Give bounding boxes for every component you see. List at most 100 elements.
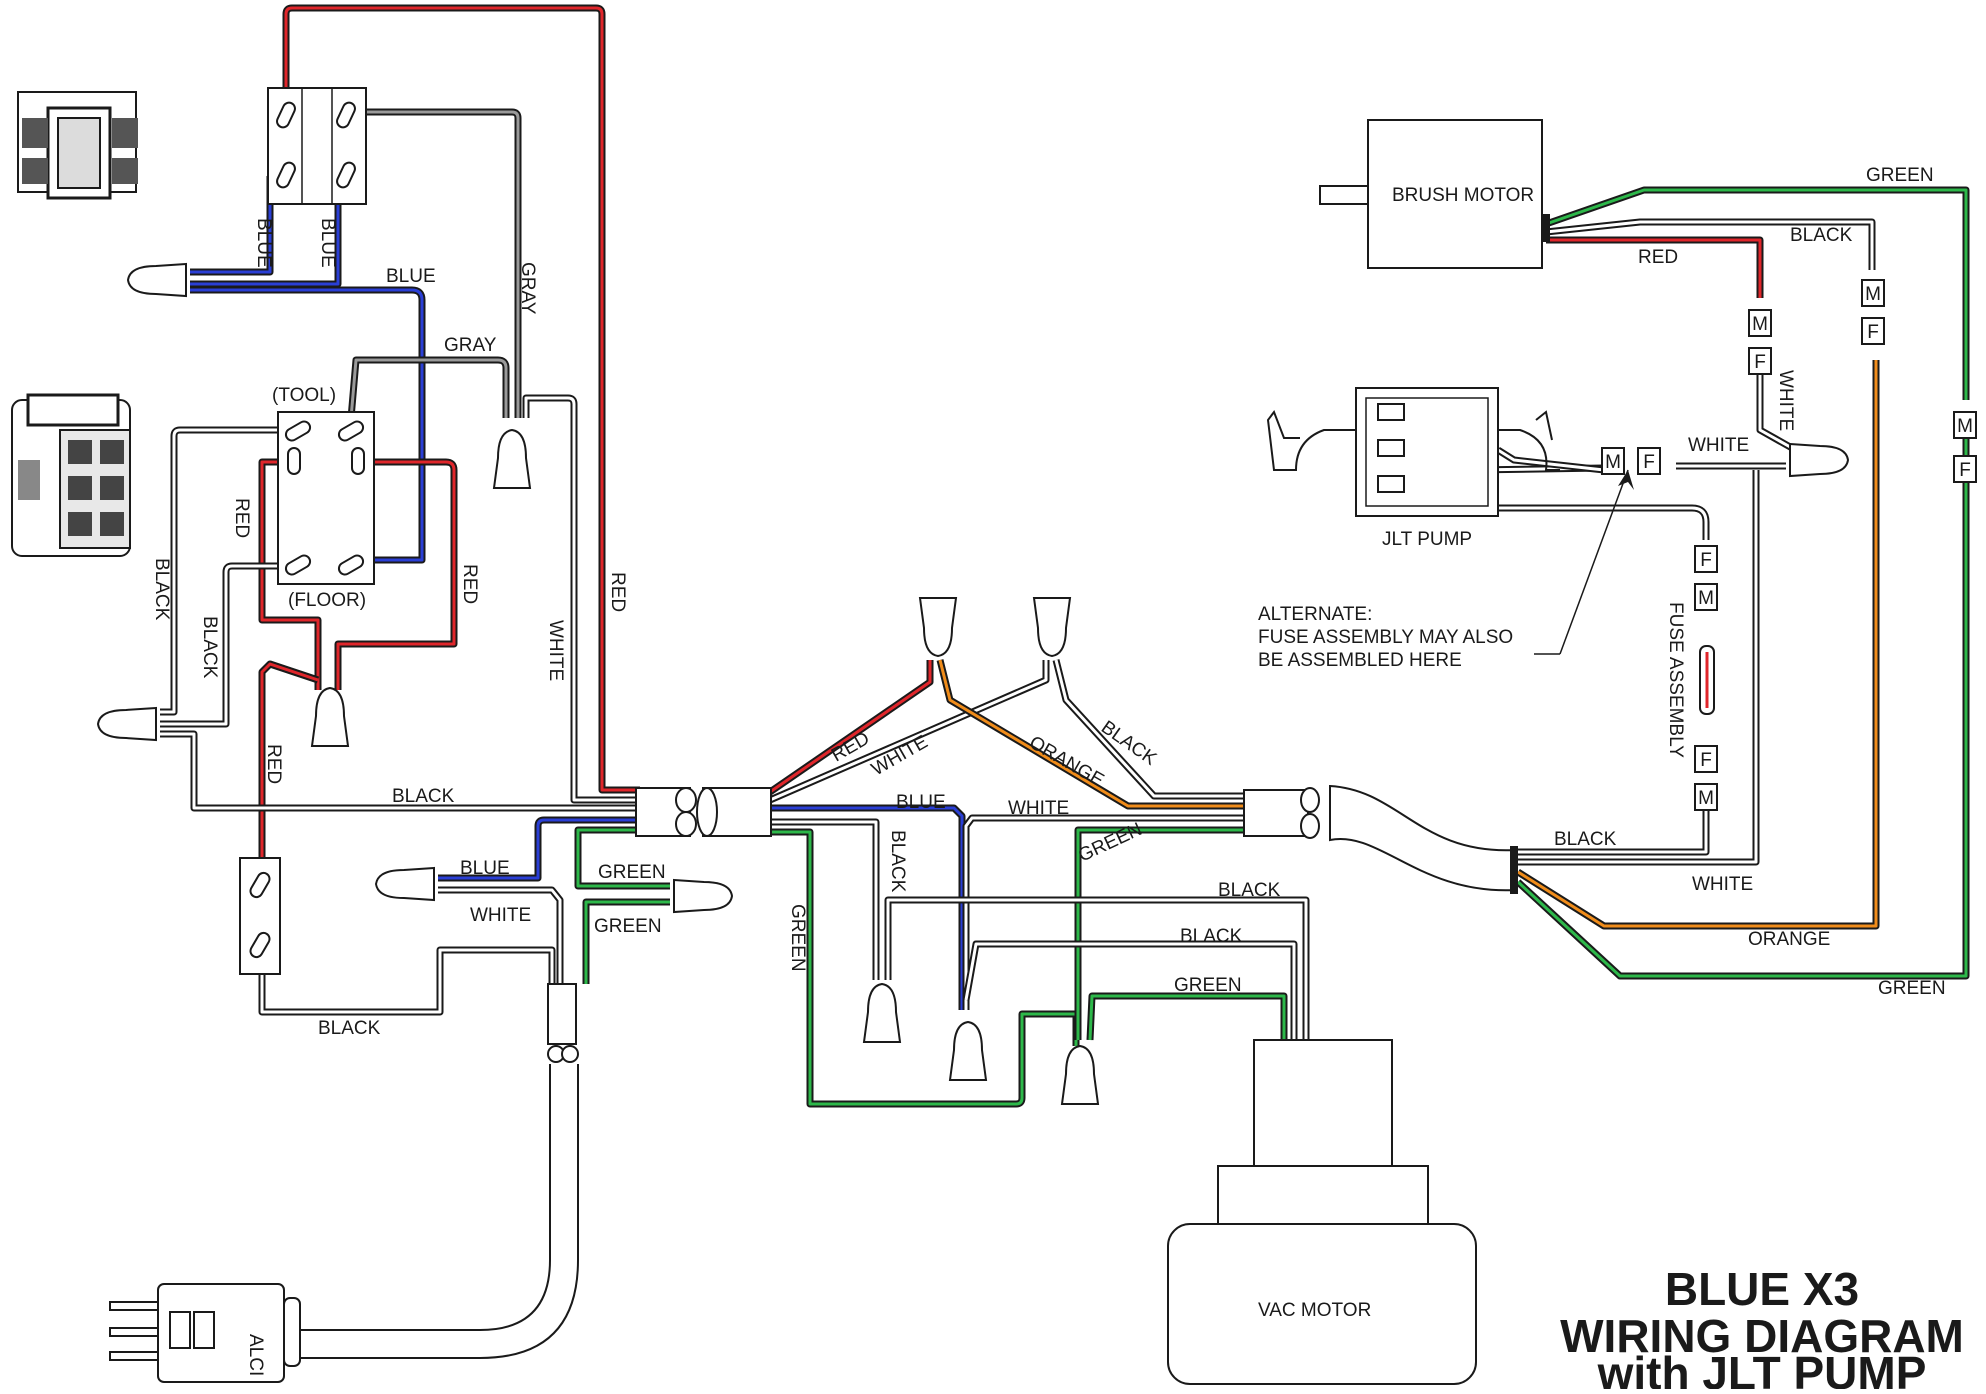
wire-label: RED — [459, 564, 480, 604]
wire-label: BLACK — [1790, 225, 1853, 246]
tool-floor-switch — [277, 411, 375, 585]
wire-label: BLUE — [460, 858, 510, 879]
wire-label: GREEN — [1174, 975, 1242, 996]
tool-label: (TOOL) — [272, 385, 336, 406]
wire-label: BLUE — [253, 218, 274, 268]
wire-outline — [770, 818, 880, 980]
wire-label: WHITE — [1692, 874, 1753, 895]
brush-motor — [1319, 119, 1550, 269]
wire-blue — [190, 176, 340, 286]
wire-label: RED — [1638, 247, 1678, 268]
top-switch-block — [267, 87, 367, 205]
wire-nut — [374, 866, 435, 902]
female-connector — [1748, 347, 1772, 375]
alci-plug-icon — [109, 1283, 301, 1383]
wire-outline — [768, 660, 934, 795]
wire-label: BLUE — [896, 792, 946, 813]
alternate-note-line2: FUSE ASSEMBLY MAY ALSO — [1258, 627, 1513, 648]
wire-nut — [673, 878, 734, 914]
wire-red — [284, 6, 640, 792]
wire-gray — [348, 358, 508, 431]
wire-label: BLACK — [318, 1018, 381, 1039]
vac-motor — [1167, 1039, 1477, 1385]
wire-red — [1546, 238, 1762, 298]
alternate-note-line1: ALTERNATE: — [1258, 604, 1372, 625]
small-switch — [239, 857, 281, 975]
rocker-switch-icon — [17, 91, 138, 200]
alternate-note-arrow — [1534, 469, 1634, 655]
wire-nut — [492, 428, 532, 489]
wire-white — [769, 660, 1048, 802]
female-connector — [1694, 745, 1718, 773]
wire-label: WHITE — [1008, 798, 1069, 819]
wire-label: GREEN — [1866, 165, 1934, 186]
male-connector — [1694, 783, 1718, 811]
female-connector — [1694, 545, 1718, 573]
wire-label: WHITE — [470, 905, 531, 926]
alci-label: ALCI — [245, 1334, 266, 1376]
male-connector-label: M — [1605, 452, 1621, 473]
male-connector-label: M — [1957, 416, 1973, 437]
wire-blue — [770, 806, 964, 1010]
wire-outline — [258, 946, 556, 1016]
wire-label: BLUE — [317, 218, 338, 268]
male-connector-label: M — [1698, 788, 1714, 809]
fuse-assembly-label: FUSE ASSEMBLY — [1665, 602, 1686, 758]
female-connector-label: F — [1754, 352, 1766, 373]
wire-outline — [770, 828, 1080, 1108]
wire-blue — [190, 288, 424, 562]
wire-label: BLACK — [392, 786, 455, 807]
wire-orange — [1517, 360, 1878, 928]
power-cord — [300, 983, 579, 1359]
wire-nut — [862, 982, 902, 1043]
fuse — [1699, 645, 1715, 715]
wire-label: GRAY — [444, 335, 497, 356]
female-connector-label: F — [1700, 550, 1712, 571]
wire-outline — [962, 940, 1298, 1040]
wire-nut — [96, 706, 157, 742]
wire-green — [1545, 188, 1968, 400]
wire-label: BLACK — [1218, 880, 1281, 901]
alternate-note-line3: BE ASSEMBLED HERE — [1258, 650, 1462, 671]
wire-red — [336, 460, 456, 690]
wire-nut — [1032, 597, 1072, 658]
wire-blue — [190, 176, 272, 274]
wire-gray — [346, 110, 520, 418]
wire-green — [1088, 994, 1286, 1041]
floor-label: (FLOOR) — [288, 590, 366, 611]
male-connector — [1748, 309, 1772, 337]
wire-nut — [918, 597, 958, 658]
male-connector — [1861, 279, 1885, 307]
wire-label: ORANGE — [1026, 732, 1108, 791]
brush-motor-label: BRUSH MOTOR — [1392, 185, 1534, 206]
wire-nut — [126, 262, 187, 298]
wire-green — [770, 830, 1078, 1106]
wire-label: RED — [231, 498, 252, 538]
title-line3: with JLT PUMP — [1597, 1347, 1927, 1389]
wire-green — [576, 828, 670, 888]
wire-outline — [1086, 992, 1288, 1041]
male-connector — [1601, 447, 1625, 475]
female-connector — [1637, 447, 1661, 475]
female-connector — [1953, 455, 1977, 483]
wire-outline — [582, 898, 670, 984]
wire-white — [524, 396, 640, 802]
wire-green — [584, 900, 670, 984]
title-line1: BLUE X3 — [1665, 1263, 1859, 1315]
wire-black — [770, 820, 878, 980]
wire-label: GREEN — [1878, 978, 1946, 999]
female-connector-label: F — [1959, 460, 1971, 481]
wire-black — [260, 948, 554, 1014]
wire-outline — [346, 108, 522, 418]
vac-motor-label: VAC MOTOR — [1258, 1300, 1371, 1321]
wire-label: GREEN — [787, 904, 808, 972]
male-connector-label: M — [1752, 314, 1768, 335]
main-harness-connector — [635, 787, 772, 837]
wire-blue — [438, 818, 636, 880]
wire-label: WHITE — [868, 732, 932, 781]
male-connector — [1953, 411, 1977, 439]
wire-label: RED — [263, 744, 284, 784]
